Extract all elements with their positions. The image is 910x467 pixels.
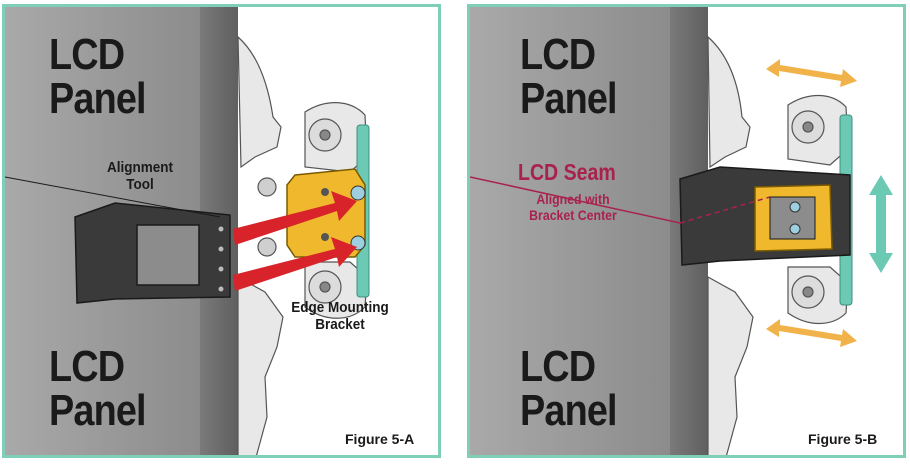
top-orange-arrow [766,59,857,87]
seam-dashed-line [679,196,771,224]
vertical-adjust-arrow [869,175,893,273]
callout-line1: Alignment [106,159,174,176]
lcd-seam-title: LCD Seam [518,159,616,185]
lcd-label-line1: LCD [520,342,596,391]
horizontal-adjust-arrows [766,59,857,347]
upper-red-arrow [233,191,357,245]
lcd-panel-label-top: LCD Panel [520,30,618,123]
alignment-tool-mounted [679,166,851,266]
figure-5b-illustration [470,7,893,455]
figure-5a-illustration [5,7,370,455]
lcd-label-line1: LCD [49,30,125,79]
lcd-panel-face [470,7,670,455]
lcd-panel-label-bottom: LCD Panel [520,342,618,435]
lcd-label-line1: LCD [49,342,125,391]
figure-5b-panel: LCD Panel LCD Panel LCD Seam Aligned wit… [467,4,906,458]
figure-caption: Figure 5-A [345,431,415,447]
mount-mechanism [237,35,368,455]
lcd-panel-label-bottom: LCD Panel [49,342,147,435]
seam-leader [470,176,681,224]
edge-mounting-bracket-label: Edge Mounting Bracket [282,299,399,333]
figure-5a-panel: LCD Panel LCD Panel Alignment Tool Edge … [2,4,441,458]
insertion-arrows [233,191,357,291]
lcd-seam-subtitle: Aligned with Bracket Center [525,191,622,223]
alignment-tool [74,202,231,304]
alignment-tool-label: Alignment Tool [100,159,181,193]
seam-sub-line1: Aligned with [536,191,610,207]
mount-mechanism [707,35,849,455]
lcd-panel-label-top: LCD Panel [49,30,147,123]
callout-line1: Edge Mounting [291,299,389,316]
lcd-label-line1: LCD [520,30,596,79]
callout-line2: Bracket [315,316,365,333]
lcd-label-line2: Panel [520,74,618,123]
lcd-label-line2: Panel [520,386,618,435]
lcd-label-line2: Panel [49,74,147,123]
lower-red-arrow [233,237,357,291]
bottom-orange-arrow [766,319,857,347]
seam-sub-line2: Bracket Center [529,207,617,223]
lcd-label-line2: Panel [49,386,147,435]
figure-caption: Figure 5-B [808,431,878,447]
alignment-tool-leader [5,176,221,218]
callout-line2: Tool [126,176,154,193]
